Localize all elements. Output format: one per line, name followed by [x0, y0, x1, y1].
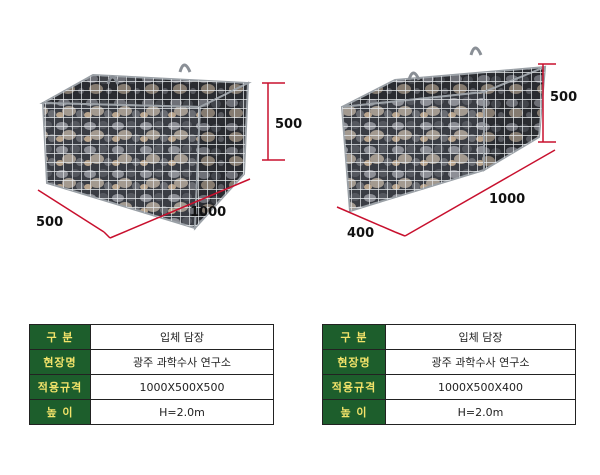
table-row: 적용규격 1000X500X400: [322, 374, 576, 400]
row-key: 적용규격: [29, 374, 91, 400]
left-length-label: 1000: [190, 205, 227, 220]
row-value: H=2.0m: [90, 399, 274, 425]
right-gabion: [340, 46, 547, 213]
gabion-illustration: [37, 46, 556, 239]
row-key: 구 분: [29, 324, 91, 350]
row-key: 현장명: [29, 349, 91, 375]
row-value: 입체 담장: [385, 324, 576, 350]
left-lifting-ring-1: [106, 75, 120, 85]
row-value: 광주 과학수사 연구소: [385, 349, 576, 375]
right-lifting-ring-2: [469, 46, 483, 56]
right-lifting-ring-1: [407, 71, 421, 81]
table-row: 현장명 광주 과학수사 연구소: [29, 349, 274, 375]
table-row: 높 이 H=2.0m: [322, 399, 576, 425]
row-key: 현장명: [322, 349, 386, 375]
row-value: 1000X500X400: [385, 374, 576, 400]
row-value: H=2.0m: [385, 399, 576, 425]
left-width-label: 500: [36, 215, 64, 230]
left-gabion: [39, 63, 252, 231]
right-dimension-lines: [336, 63, 556, 237]
table-row: 구 분 입체 담장: [29, 324, 274, 350]
row-value: 광주 과학수사 연구소: [90, 349, 274, 375]
right-length-label: 1000: [489, 192, 526, 207]
table-row: 현장명 광주 과학수사 연구소: [322, 349, 576, 375]
right-height-label: 500: [550, 90, 578, 105]
row-key: 적용규격: [322, 374, 386, 400]
left-spec-table: 구 분 입체 담장 현장명 광주 과학수사 연구소 적용규격 1000X500X…: [29, 324, 274, 425]
row-value: 1000X500X500: [90, 374, 274, 400]
left-dimension-lines: [37, 82, 285, 239]
left-height-label: 500: [275, 117, 303, 132]
right-spec-table: 구 분 입체 담장 현장명 광주 과학수사 연구소 적용규격 1000X500X…: [322, 324, 576, 425]
left-lifting-ring-2: [178, 63, 192, 73]
table-row: 높 이 H=2.0m: [29, 399, 274, 425]
table-row: 구 분 입체 담장: [322, 324, 576, 350]
right-width-label: 400: [347, 226, 375, 241]
row-key: 높 이: [322, 399, 386, 425]
row-key: 높 이: [29, 399, 91, 425]
row-key: 구 분: [322, 324, 386, 350]
gabion-figure: 500 1000 500 500 1000 400: [36, 46, 578, 241]
row-value: 입체 담장: [90, 324, 274, 350]
table-row: 적용규격 1000X500X500: [29, 374, 274, 400]
